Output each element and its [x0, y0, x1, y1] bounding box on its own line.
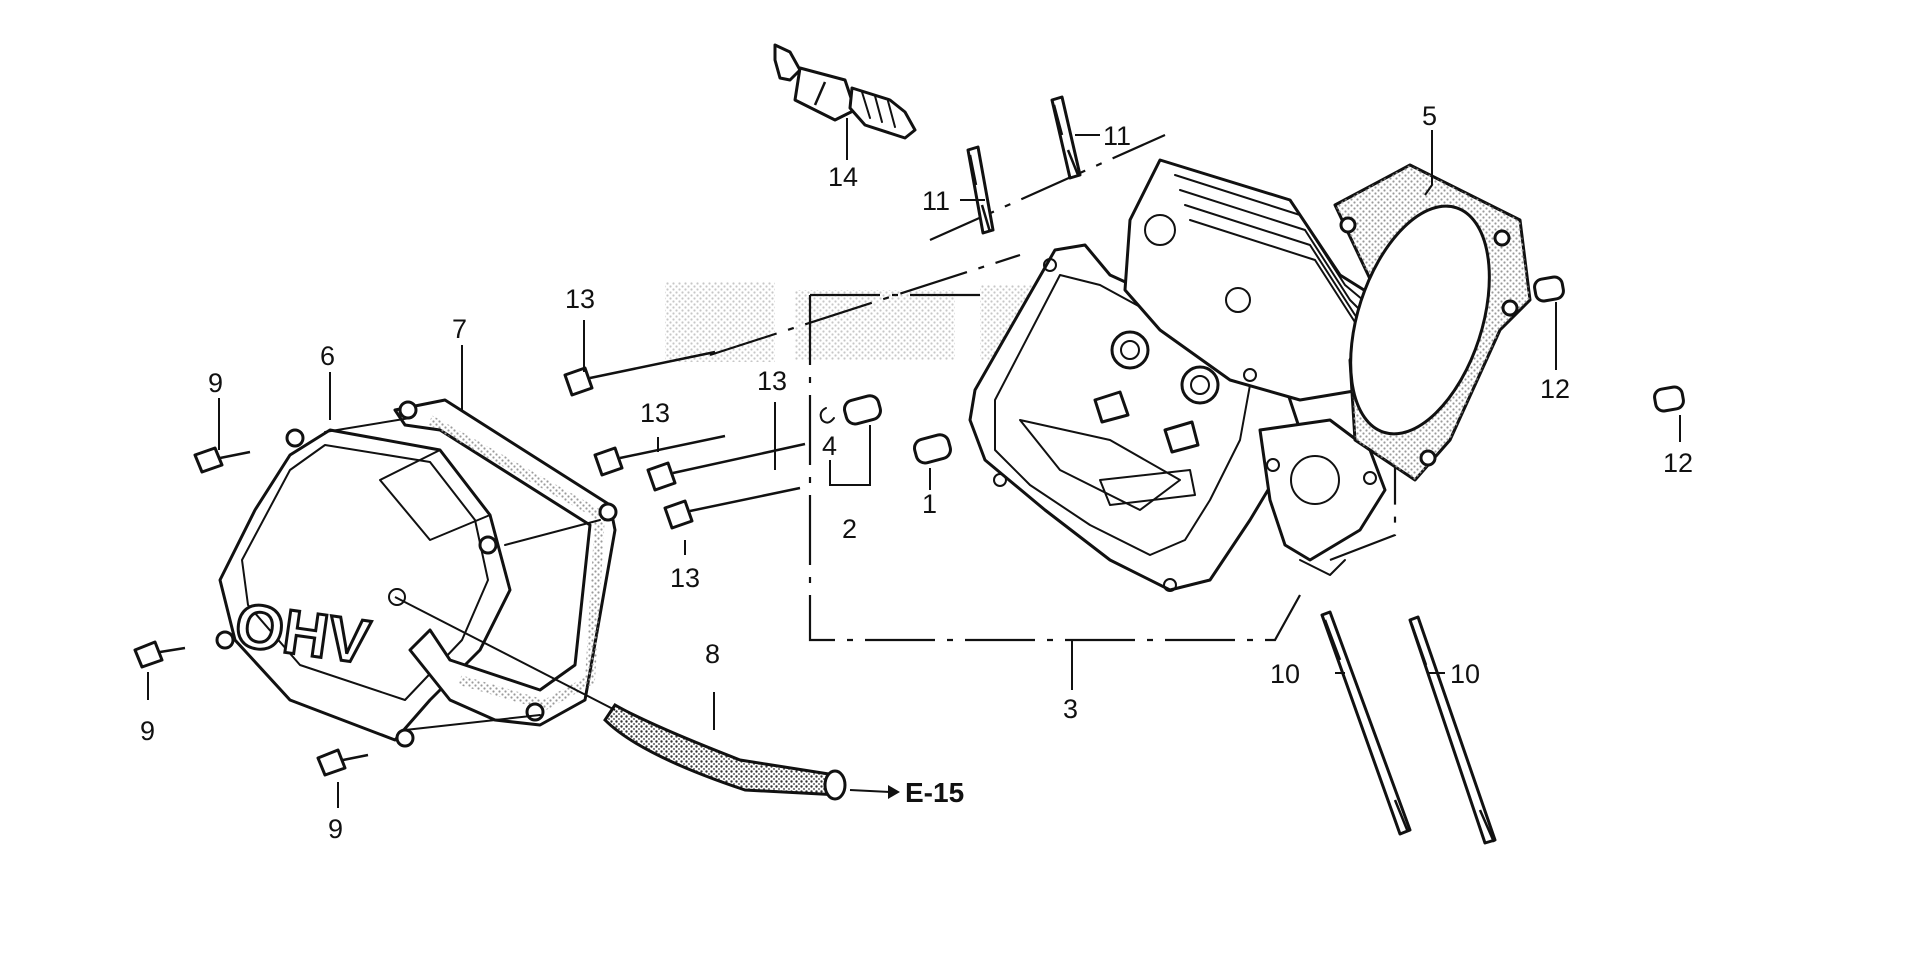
label-part-9c: 9 [328, 814, 343, 844]
reference-e15: E-15 [905, 777, 964, 808]
label-part-13b: 13 [640, 398, 670, 428]
spark-plug [773, 43, 917, 140]
stud-bolt-10b [1408, 615, 1497, 845]
label-part-6: 6 [320, 341, 335, 371]
flange-bolt-13d [663, 486, 801, 530]
label-part-12a: 12 [1540, 374, 1570, 404]
flange-bolt-9b [133, 640, 186, 669]
label-part-13c: 13 [757, 366, 787, 396]
label-part-9b: 9 [140, 716, 155, 746]
label-part-1: 1 [922, 489, 937, 519]
flange-bolt-13b [593, 434, 726, 477]
label-part-11a: 11 [1103, 121, 1131, 151]
dowel-pin-12a [1533, 275, 1565, 303]
label-part-8: 8 [705, 639, 720, 669]
flange-bolt-13a [563, 350, 716, 397]
label-part-5: 5 [1422, 101, 1437, 131]
flange-bolt-9a [193, 446, 251, 474]
breather-tube [394, 596, 900, 801]
callout-labels: 1 2 3 4 5 6 7 8 9 9 9 10 10 11 11 12 12 … [140, 101, 1693, 844]
leader-lines [147, 118, 1681, 808]
cover-gasket [324, 398, 618, 731]
label-part-10a: 10 [1270, 659, 1300, 689]
label-part-12b: 12 [1663, 448, 1693, 478]
label-part-10b: 10 [1450, 659, 1480, 689]
label-part-3: 3 [1063, 694, 1078, 724]
label-part-9a: 9 [208, 368, 223, 398]
clip-4 [819, 407, 835, 424]
cylinder-head [968, 158, 1392, 592]
label-part-13d: 13 [670, 563, 700, 593]
label-part-2: 2 [842, 514, 857, 544]
stud-bolt-10a [1320, 610, 1412, 836]
assembly-frame-3 [709, 133, 1397, 642]
flange-bolt-13c [646, 442, 806, 492]
dowel-pin-2 [842, 394, 882, 426]
label-part-7: 7 [452, 314, 467, 344]
head-gasket [1333, 163, 1532, 482]
stud-11b [966, 145, 995, 235]
stud-11a [1050, 95, 1082, 180]
label-part-4: 4 [822, 431, 837, 461]
dowel-pin-1 [912, 433, 952, 465]
label-part-14: 14 [828, 162, 858, 192]
label-part-13a: 13 [565, 284, 595, 314]
dowel-pin-12b [1653, 385, 1685, 413]
flange-bolt-9c [316, 748, 369, 777]
label-part-11b: 11 [922, 186, 950, 216]
